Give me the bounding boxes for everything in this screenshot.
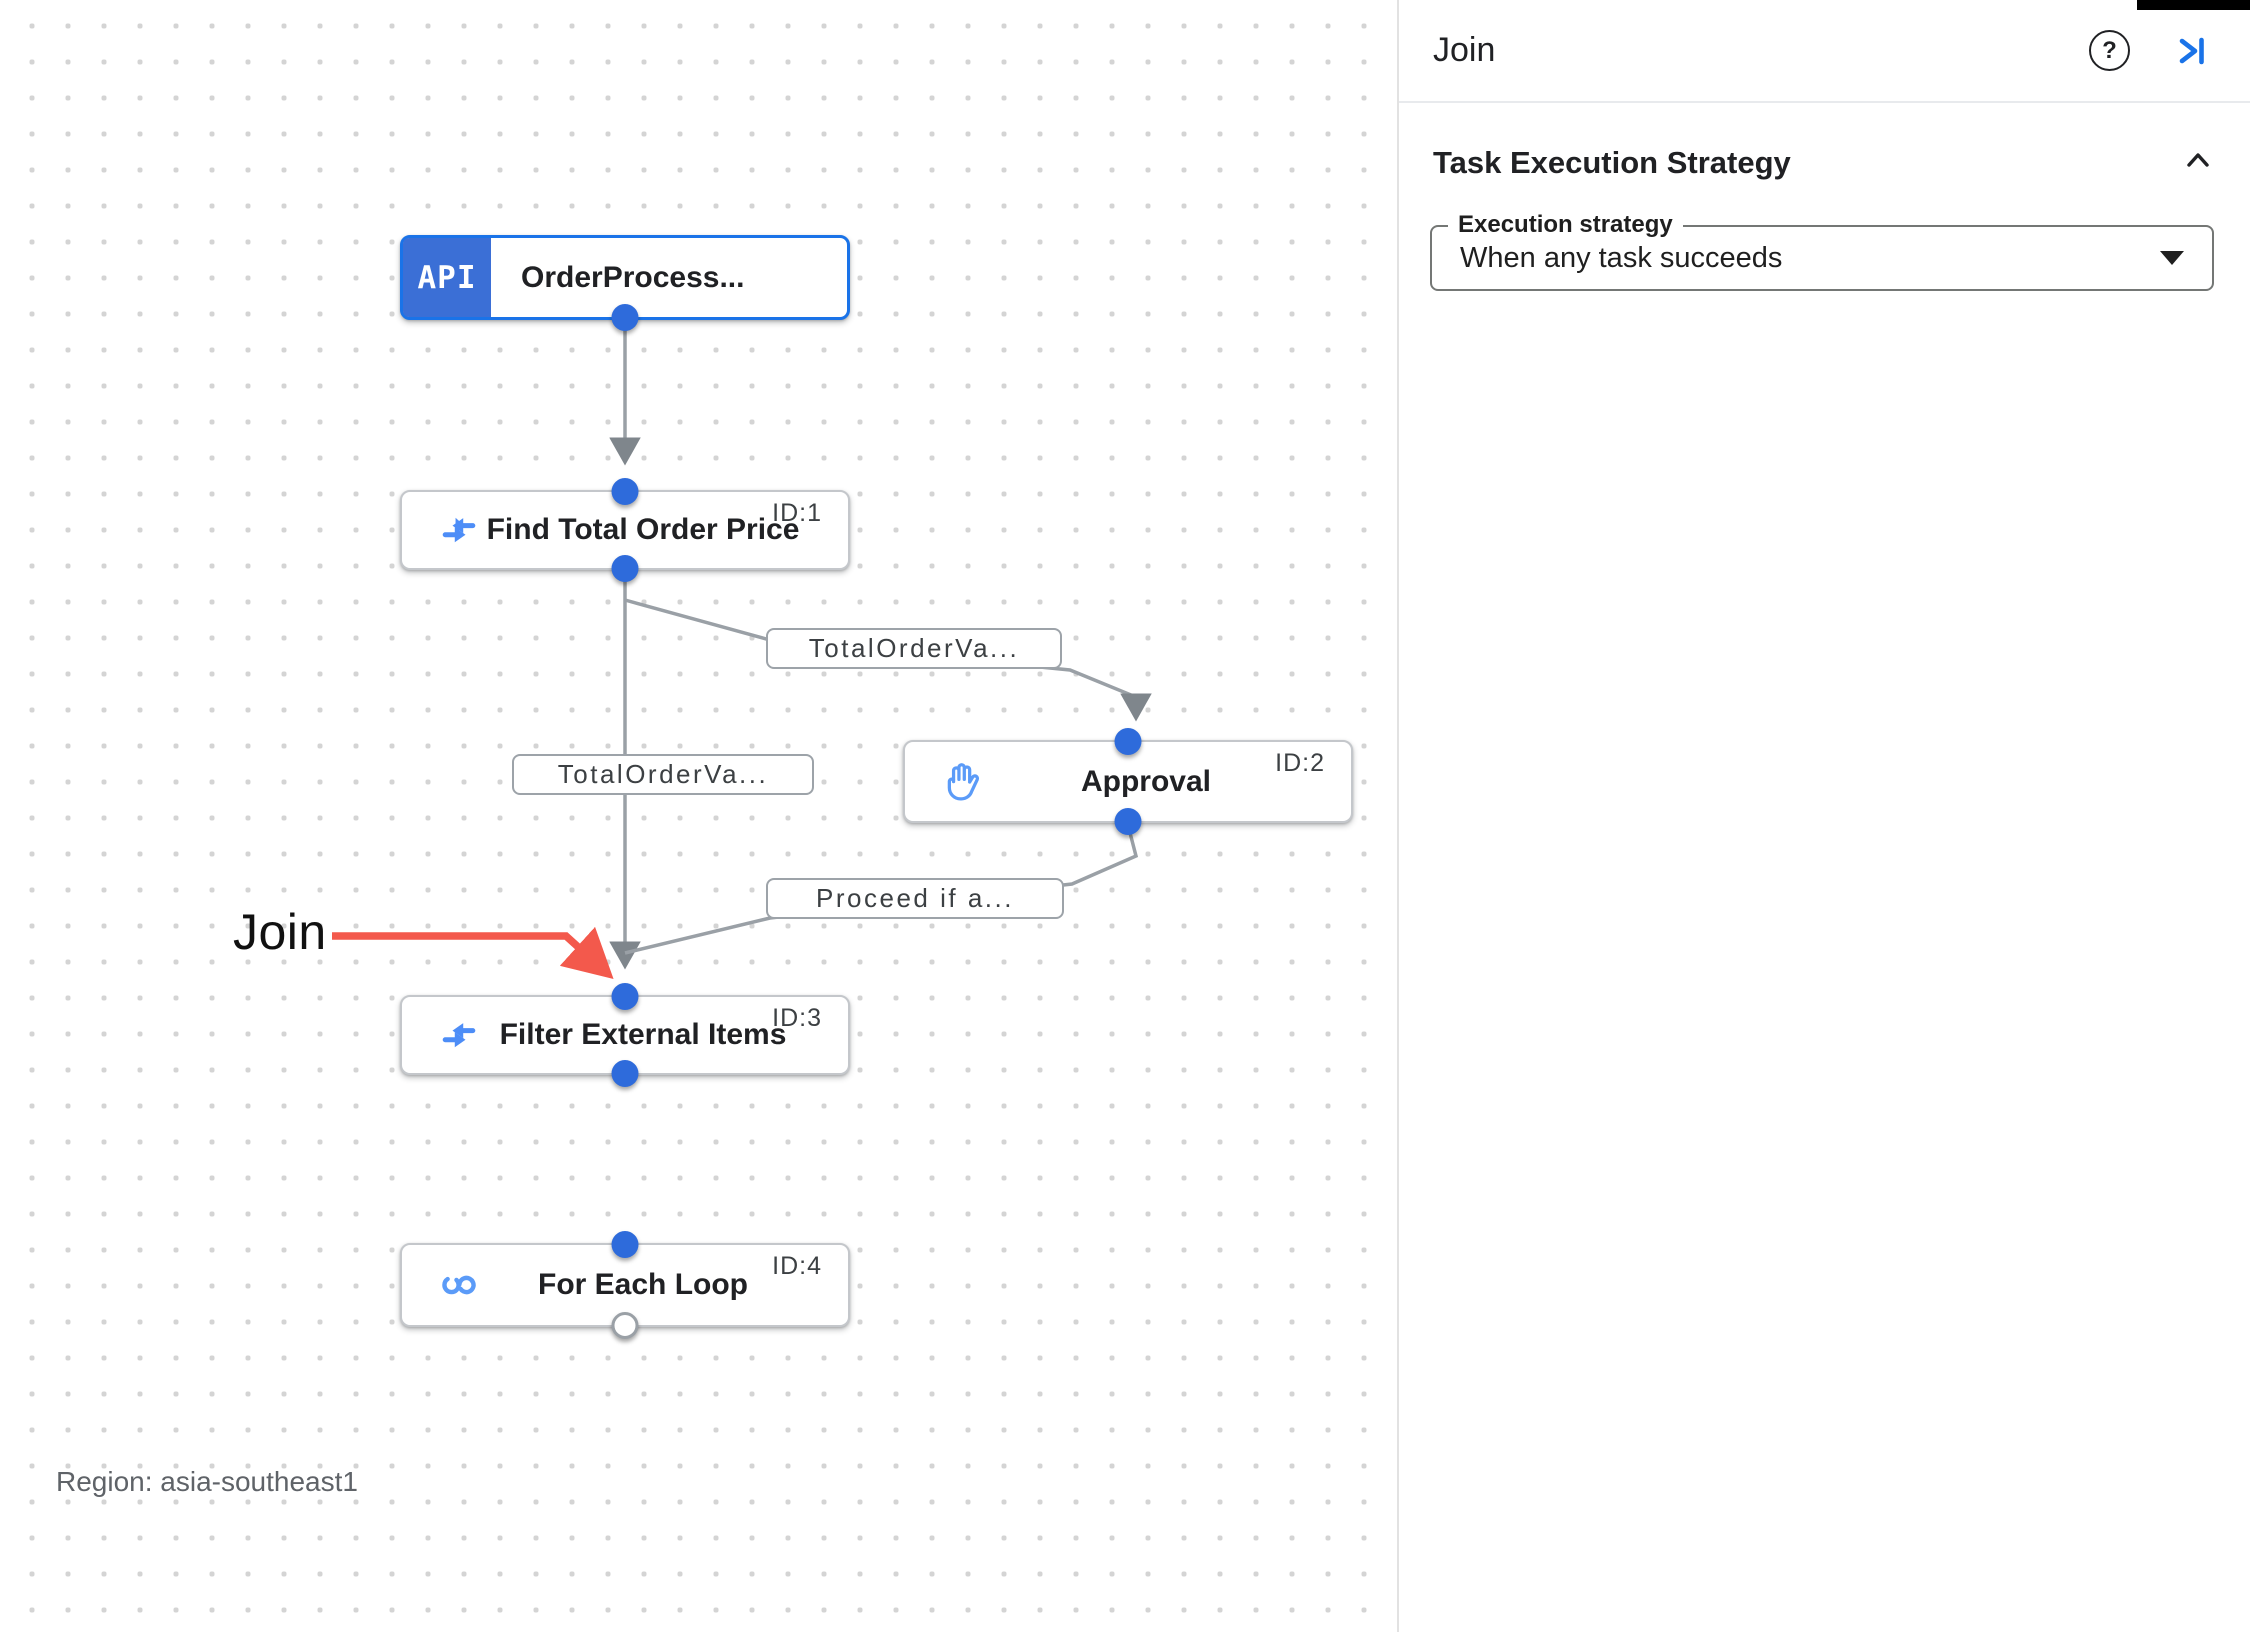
node-approval[interactable]: ID:2 Approval <box>903 728 1353 835</box>
node-label: Find Total Order Price <box>486 513 800 546</box>
node-id-badge: ID:1 <box>772 499 822 527</box>
join-annotation-text: Join <box>233 904 327 960</box>
input-port[interactable] <box>611 478 639 505</box>
loop-icon <box>436 1262 482 1308</box>
node-label: Approval <box>1080 764 1212 798</box>
execution-strategy-label: Execution strategy <box>1448 212 1683 238</box>
collapse-panel-icon[interactable] <box>2174 33 2210 69</box>
node-find-total-order-price[interactable]: ID:1 Find Total Order Price <box>400 478 850 582</box>
data-mapping-icon <box>436 507 482 553</box>
node-label: For Each Loop <box>538 1268 748 1301</box>
chevron-up-icon[interactable] <box>2182 145 2214 177</box>
output-port[interactable] <box>611 1060 639 1087</box>
node-for-each-loop[interactable]: ID:4 For Each Loop <box>400 1231 850 1339</box>
help-icon[interactable]: ? <box>2089 30 2130 71</box>
input-port[interactable] <box>1114 728 1142 755</box>
dropdown-caret-icon <box>2160 251 2184 265</box>
section-title: Task Execution Strategy <box>1433 145 1791 180</box>
edge-label[interactable]: TotalOrderVa... <box>766 628 1062 669</box>
task-execution-strategy-section: Task Execution Strategy Execution strate… <box>1399 103 2250 291</box>
edge-label[interactable]: TotalOrderVa... <box>512 754 814 795</box>
config-panel: Join ? Task Execution Strategy Execution… <box>1397 0 2250 1632</box>
region-label: Region: asia-southeast1 <box>56 1466 358 1497</box>
node-id-badge: ID:2 <box>1275 749 1325 777</box>
output-port[interactable] <box>611 304 639 331</box>
output-port[interactable] <box>611 555 639 582</box>
edge-label[interactable]: Proceed if a... <box>766 878 1064 919</box>
node-filter-external-items[interactable]: ID:3 Filter External Items <box>400 983 850 1087</box>
node-id-badge: ID:3 <box>772 1004 822 1032</box>
execution-strategy-select[interactable]: Execution strategy When any task succeed… <box>1430 212 2214 291</box>
execution-strategy-value: When any task succeeds <box>1460 241 1783 274</box>
panel-header: Join ? <box>1399 0 2250 103</box>
output-port[interactable] <box>1114 808 1142 835</box>
workflow-canvas[interactable]: API OrderProcess... ID:1 Find Total Orde… <box>0 0 1397 1632</box>
node-label: Filter External Items <box>499 1018 787 1051</box>
data-mapping-icon <box>436 1012 482 1058</box>
node-orderprocess-trigger[interactable]: API OrderProcess... <box>400 235 850 331</box>
node-id-badge: ID:4 <box>772 1252 822 1280</box>
output-port[interactable] <box>611 1312 639 1339</box>
edge-layer <box>609 322 1152 970</box>
api-trigger-icon: API <box>403 238 491 317</box>
node-label: OrderProcess... <box>521 260 745 294</box>
input-port[interactable] <box>611 983 639 1010</box>
panel-title: Join <box>1433 31 1496 69</box>
hand-icon <box>939 759 985 805</box>
window-edge-bar <box>2137 0 2250 10</box>
input-port[interactable] <box>611 1231 639 1258</box>
